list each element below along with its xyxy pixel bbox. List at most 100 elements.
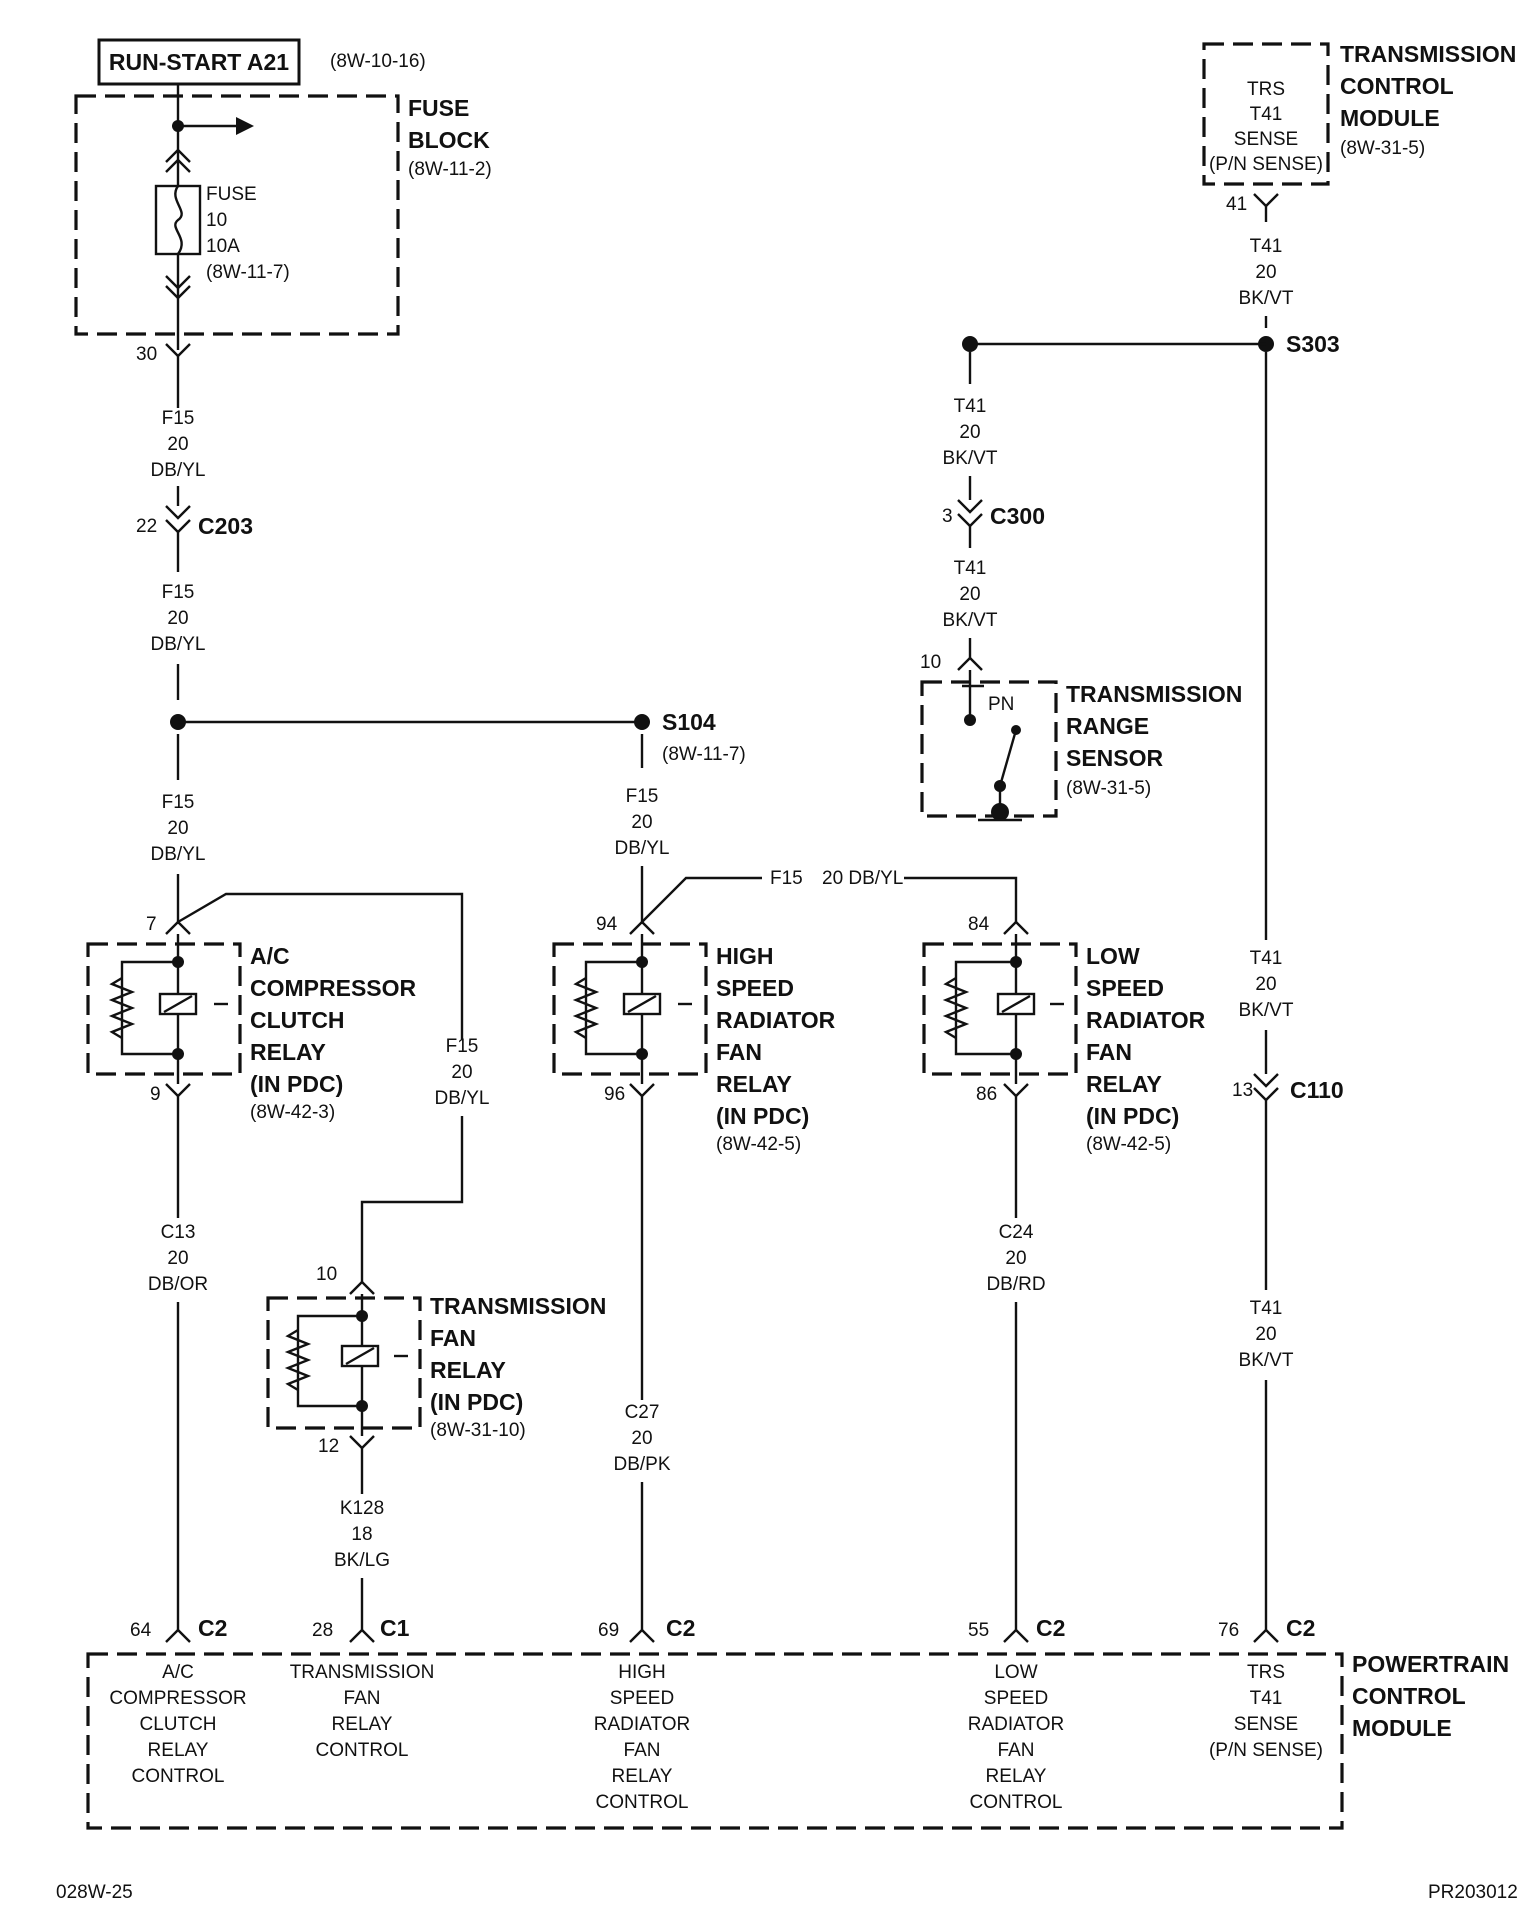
ls-relay-name-5: RELAY — [1086, 1071, 1162, 1097]
pcm-pin-64: 64 C2 A/C COMPRESSOR CLUTCH RELAY CONTRO… — [109, 1615, 246, 1787]
ls-pin-in: 84 — [968, 914, 990, 935]
wire-k128-2: 18 — [351, 1524, 372, 1545]
svg-text:55: 55 — [968, 1620, 989, 1641]
run-start-ref: (8W-10-16) — [330, 51, 426, 72]
wire-f15-d-2: 20 — [451, 1062, 472, 1083]
wire-c13-2: 20 — [167, 1248, 188, 1269]
tcm-name-1: TRANSMISSION — [1340, 41, 1516, 67]
pcm-name-1: POWERTRAIN — [1352, 1651, 1509, 1677]
pcm-box — [86, 1652, 1344, 1830]
ls-relay-name-2: SPEED — [1086, 975, 1164, 1001]
ac-relay-name-3: CLUTCH — [250, 1007, 345, 1033]
wire-c13-1: C13 — [161, 1222, 196, 1243]
svg-text:SPEED: SPEED — [984, 1688, 1048, 1709]
tcm-ref: (8W-31-5) — [1340, 138, 1425, 159]
svg-text:69: 69 — [598, 1620, 619, 1641]
fuse-line-2: 10 — [206, 210, 227, 231]
c203-name: C203 — [198, 513, 253, 539]
svg-text:CONTROL: CONTROL — [132, 1766, 225, 1787]
svg-text:FAN: FAN — [624, 1740, 661, 1761]
ls-relay-ref: (8W-42-5) — [1086, 1134, 1171, 1155]
trs-pn: PN — [988, 694, 1014, 715]
svg-text:T41: T41 — [1250, 1688, 1283, 1709]
tf-relay-name-1: TRANSMISSION — [430, 1293, 606, 1319]
c110-name: C110 — [1290, 1077, 1344, 1103]
s104-ref: (8W-11-7) — [662, 744, 746, 765]
wire-t41-a-1: T41 — [1250, 236, 1283, 257]
run-start-label: RUN-START A21 — [109, 49, 289, 75]
wire-c24-1: C24 — [999, 1222, 1034, 1243]
svg-text:LOW: LOW — [994, 1662, 1037, 1683]
fuse-out-pin: 30 — [136, 344, 157, 365]
wire-t41-a-2: 20 — [1255, 262, 1276, 283]
tf-relay-name-4: (IN PDC) — [430, 1389, 523, 1415]
ac-relay-name-4: RELAY — [250, 1039, 326, 1065]
hs-relay-name-4: FAN — [716, 1039, 762, 1065]
wire-t41-b-2: 20 — [959, 422, 980, 443]
wire-f15-e-1: F15 — [626, 786, 659, 807]
svg-text:A/C: A/C — [162, 1662, 194, 1683]
tf-relay-ref: (8W-31-10) — [430, 1420, 526, 1441]
tf-relay-name-2: FAN — [430, 1325, 476, 1351]
hs-relay-name-6: (IN PDC) — [716, 1103, 809, 1129]
fuse-block-ref: (8W-11-2) — [408, 159, 492, 180]
tcm-inner-3: SENSE — [1234, 129, 1298, 150]
ac-relay-box — [86, 942, 242, 1076]
c300-pin: 3 — [942, 506, 953, 527]
fuse-block-box — [74, 94, 400, 336]
wire-f15-c-2: 20 — [167, 818, 188, 839]
wire-f15-b-2: 20 — [167, 608, 188, 629]
fuse-line-3: 10A — [206, 236, 240, 257]
svg-text:CLUTCH: CLUTCH — [139, 1714, 216, 1735]
trs-pin: 10 — [920, 652, 941, 673]
hs-relay-name-2: SPEED — [716, 975, 794, 1001]
wire-f15-e-3: DB/YL — [615, 838, 670, 859]
wire-t41-d-1: T41 — [1250, 948, 1283, 969]
wire-f15-a-3: DB/YL — [151, 460, 206, 481]
svg-text:FAN: FAN — [998, 1740, 1035, 1761]
svg-text:CONTROL: CONTROL — [316, 1740, 409, 1761]
svg-text:(P/N SENSE): (P/N SENSE) — [1209, 1740, 1323, 1761]
hs-relay-name-3: RADIATOR — [716, 1007, 836, 1033]
svg-text:76: 76 — [1218, 1620, 1239, 1641]
hs-pin-in: 94 — [596, 914, 618, 935]
trs-name-2: RANGE — [1066, 713, 1149, 739]
tcm-box — [1202, 42, 1330, 186]
tf-pin-in: 10 — [316, 1264, 337, 1285]
svg-text:RELAY: RELAY — [986, 1766, 1047, 1787]
svg-text:CONTROL: CONTROL — [596, 1792, 689, 1813]
wire-t41-c-3: BK/VT — [943, 610, 998, 631]
ac-relay-name-2: COMPRESSOR — [250, 975, 417, 1001]
footer-right: PR203012 — [1428, 1882, 1518, 1903]
s303-label: S303 — [1286, 331, 1340, 357]
wire-f15-h-2: 20 DB/YL — [822, 868, 903, 889]
svg-text:SPEED: SPEED — [610, 1688, 674, 1709]
wire-c24-2: 20 — [1005, 1248, 1026, 1269]
wire-t41-b-1: T41 — [954, 396, 987, 417]
hs-relay-name-5: RELAY — [716, 1071, 792, 1097]
pcm-pin-55: 55 C2 LOW SPEED RADIATOR FAN RELAY CONTR… — [968, 1615, 1066, 1813]
wire-f15-b-1: F15 — [162, 582, 195, 603]
svg-text:C2: C2 — [198, 1615, 227, 1641]
ls-relay-name-3: RADIATOR — [1086, 1007, 1206, 1033]
wire-t41-d-2: 20 — [1255, 974, 1276, 995]
wire-c13-3: DB/OR — [148, 1274, 208, 1295]
hs-relay-name-1: HIGH — [716, 943, 774, 969]
c203-pin: 22 — [136, 516, 157, 537]
fuse-line-1: FUSE — [206, 184, 257, 205]
hs-pin-out: 96 — [604, 1084, 625, 1105]
c110-pin: 13 — [1232, 1080, 1253, 1101]
pcm-pin-28: 28 C1 TRANSMISSION FAN RELAY CONTROL — [290, 1615, 435, 1761]
svg-text:COMPRESSOR: COMPRESSOR — [109, 1688, 246, 1709]
wire-t41-e-1: T41 — [1250, 1298, 1283, 1319]
tf-relay-box — [266, 1296, 422, 1430]
tf-relay-name-3: RELAY — [430, 1357, 506, 1383]
svg-text:C1: C1 — [380, 1615, 410, 1641]
svg-text:FAN: FAN — [344, 1688, 381, 1709]
hs-relay-ref: (8W-42-5) — [716, 1134, 801, 1155]
svg-text:CONTROL: CONTROL — [970, 1792, 1063, 1813]
wire-c27-1: C27 — [625, 1402, 660, 1423]
svg-text:28: 28 — [312, 1620, 333, 1641]
wire-f15-d-3: DB/YL — [435, 1088, 490, 1109]
